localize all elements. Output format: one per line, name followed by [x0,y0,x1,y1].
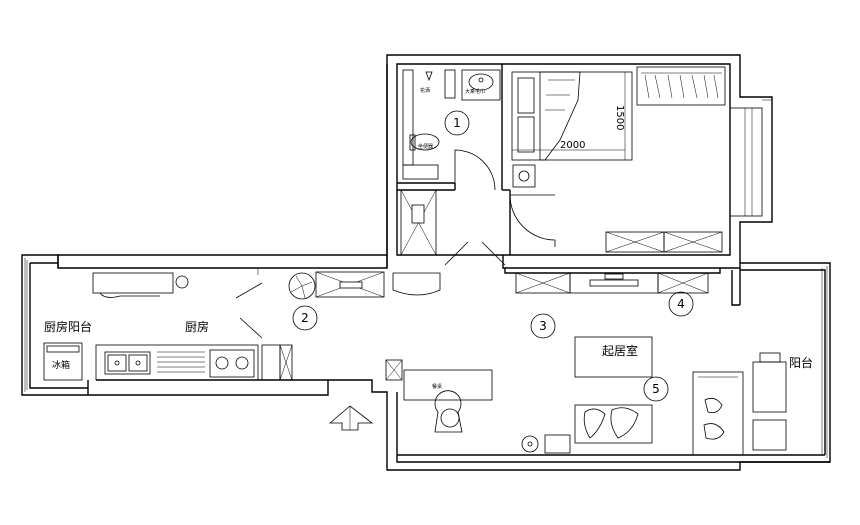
living-room: 3 餐桌 起居室 5 [385,313,669,454]
marker-5-label: 5 [652,382,660,396]
stove [209,349,255,378]
marker-3 [530,313,556,339]
sofa [574,404,653,444]
kitchen-label: 厨房 [185,319,209,334]
balcony: 阳台 [752,352,813,451]
svg-text:餐桌: 餐桌 [432,383,442,390]
marker-2-label: 2 [301,311,309,325]
marker-5 [643,376,669,402]
fridge-label: 冰箱 [52,359,70,371]
wardrobe [636,66,726,106]
bedroom: 2000 1500 [502,66,726,255]
marker-2 [292,305,318,331]
kitchen: 厨房 2 [92,268,318,381]
bathroom: 大乘毛巾 花洒 坐便器 1 [397,64,503,191]
balcony-partition [692,371,744,456]
svg-text:大乘毛巾: 大乘毛巾 [465,88,485,95]
exterior-walls [21,54,831,471]
kitchen-balcony-label: 厨房阳台 [44,319,92,334]
dining-table [403,369,493,401]
hall-cabinet [400,189,437,256]
tv-cabinet [569,272,659,294]
marker-4-label: 4 [677,297,685,311]
fan-icon [288,272,316,300]
living-cabinets [515,272,709,294]
bay-window [729,99,772,217]
bed-length-label: 2000 [560,140,585,151]
svg-text:坐便器: 坐便器 [418,143,433,150]
marker-1 [444,110,470,136]
marker-1-label: 1 [453,116,461,130]
svg-text:花洒: 花洒 [420,87,430,94]
fridge [43,342,83,381]
kitchen-balcony-window [24,258,28,392]
living-room-label: 起居室 [602,343,638,358]
coffee-table [574,336,653,378]
kitchen-balcony: 厨房阳台 冰箱 [43,319,92,381]
entry-cabinets [315,241,506,298]
north-arrow-icon [328,405,374,431]
marker-4 [668,291,694,317]
bed-width-label: 1500 [614,105,625,130]
marker-3-label: 3 [539,319,547,333]
balcony-window [821,266,828,458]
balcony-label: 阳台 [789,355,813,370]
sink [104,351,151,375]
